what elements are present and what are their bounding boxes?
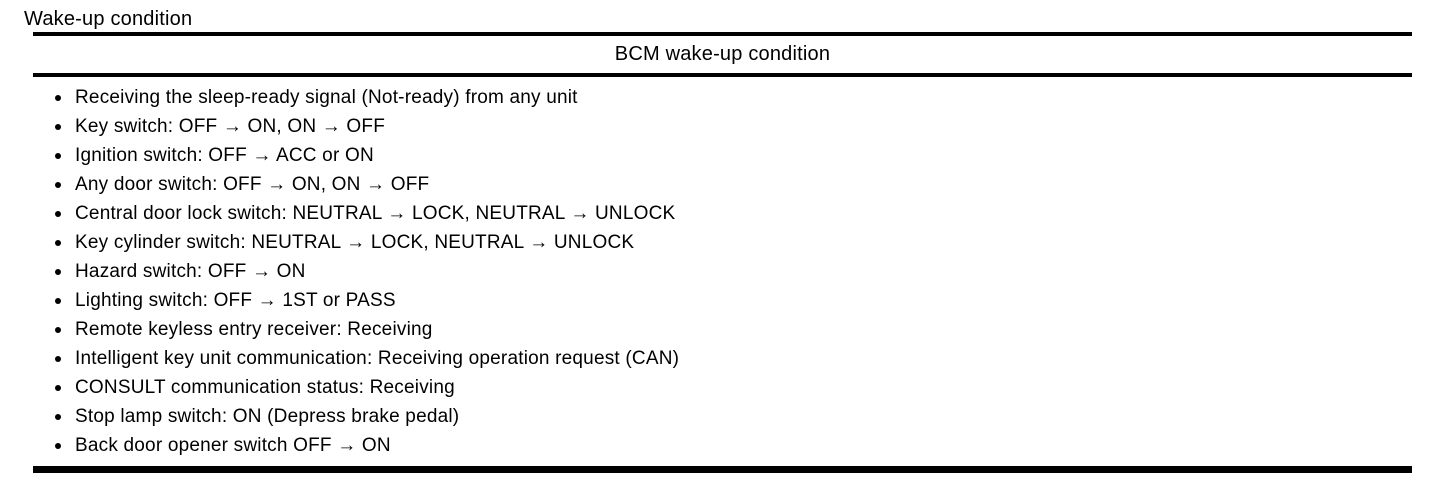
- list-item-text: Key cylinder switch: NEUTRAL → LOCK, NEU…: [75, 231, 635, 253]
- list-item: Remote keyless entry receiver: Receiving: [33, 315, 1412, 344]
- bullet-icon: [55, 268, 61, 275]
- list-item-text: Stop lamp switch: ON (Depress brake peda…: [75, 405, 460, 427]
- list-item-text: Hazard switch: OFF → ON: [75, 260, 306, 282]
- table-header: BCM wake-up condition: [614, 43, 831, 65]
- wakeup-condition-list: Receiving the sleep-ready signal (Not-re…: [33, 77, 1412, 466]
- bullet-icon: [55, 152, 61, 159]
- bullet-icon: [55, 297, 61, 304]
- list-item-text: Remote keyless entry receiver: Receiving: [75, 318, 433, 340]
- list-item-text: Back door opener switch OFF → ON: [75, 434, 391, 456]
- list-item-text: Lighting switch: OFF → 1ST or PASS: [75, 289, 396, 311]
- bullet-icon: [55, 94, 61, 101]
- list-item: Back door opener switch OFF → ON: [33, 431, 1412, 460]
- list-item: Receiving the sleep-ready signal (Not-re…: [33, 83, 1412, 112]
- list-item-text: Any door switch: OFF → ON, ON → OFF: [75, 173, 430, 195]
- list-item-text: Intelligent key unit communication: Rece…: [75, 347, 680, 369]
- bullet-icon: [55, 123, 61, 130]
- bullet-icon: [55, 442, 61, 449]
- list-item: Any door switch: OFF → ON, ON → OFF: [33, 170, 1412, 199]
- list-item-text: Key switch: OFF → ON, ON → OFF: [75, 115, 386, 137]
- list-item: Ignition switch: OFF → ACC or ON: [33, 141, 1412, 170]
- list-item: Key switch: OFF → ON, ON → OFF: [33, 112, 1412, 141]
- bullet-icon: [55, 326, 61, 333]
- section-title: Wake-up condition: [24, 8, 193, 30]
- list-item-text: Ignition switch: OFF → ACC or ON: [75, 144, 374, 166]
- list-item-text: CONSULT communication status: Receiving: [75, 376, 455, 398]
- list-item-text: Receiving the sleep-ready signal (Not-re…: [75, 86, 578, 108]
- list-item: Key cylinder switch: NEUTRAL → LOCK, NEU…: [33, 228, 1412, 257]
- wakeup-condition-table: BCM wake-up condition Receiving the slee…: [33, 32, 1412, 473]
- bullet-icon: [55, 181, 61, 188]
- list-item: Intelligent key unit communication: Rece…: [33, 344, 1412, 373]
- bullet-icon: [55, 355, 61, 362]
- list-item: Stop lamp switch: ON (Depress brake peda…: [33, 402, 1412, 431]
- table-header-row: BCM wake-up condition: [33, 36, 1412, 77]
- bullet-icon: [55, 384, 61, 391]
- bullet-icon: [55, 413, 61, 420]
- list-item: Lighting switch: OFF → 1ST or PASS: [33, 286, 1412, 315]
- list-item: Hazard switch: OFF → ON: [33, 257, 1412, 286]
- bullet-icon: [55, 239, 61, 246]
- list-item-text: Central door lock switch: NEUTRAL → LOCK…: [75, 202, 676, 224]
- bullet-icon: [55, 210, 61, 217]
- list-item: CONSULT communication status: Receiving: [33, 373, 1412, 402]
- list-item: Central door lock switch: NEUTRAL → LOCK…: [33, 199, 1412, 228]
